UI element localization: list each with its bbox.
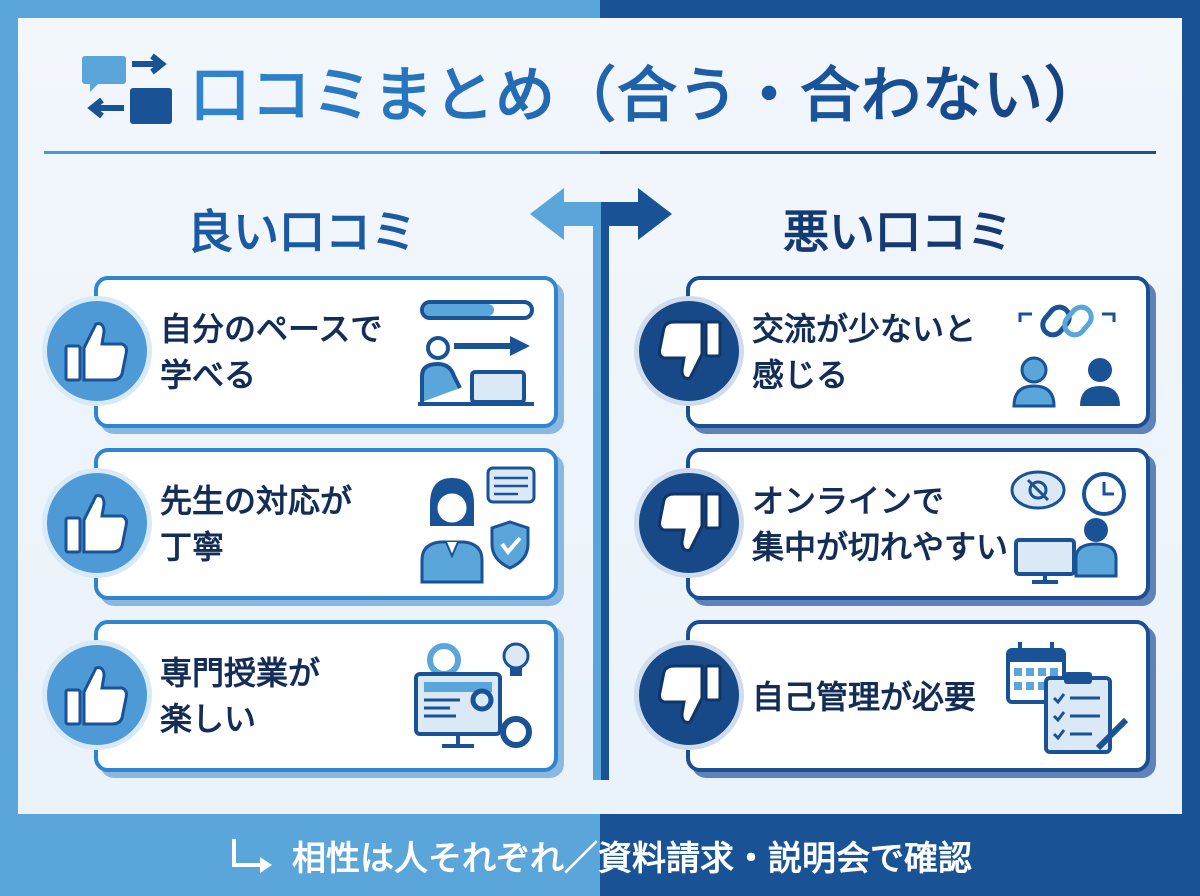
card-line: 先生の対応が xyxy=(160,482,353,520)
good-review-card: 自分のペースで 学べる xyxy=(94,276,558,428)
bad-review-card: 自己管理が必要 xyxy=(686,620,1150,772)
card-line: 交流が少ないと xyxy=(752,310,977,348)
distracted-student-icon xyxy=(1010,470,1126,584)
teacher-support-icon xyxy=(420,466,536,584)
thumbs-up-badge xyxy=(42,640,152,750)
good-review-card: 専門授業が 楽しい xyxy=(94,620,558,772)
good-reviews-heading: 良い口コミ xyxy=(187,205,417,259)
thumbs-up-icon xyxy=(64,322,128,382)
card-line: 学べる xyxy=(160,356,257,394)
specialized-lesson-icon xyxy=(414,642,532,748)
card-text: 交流が少ないと 感じる xyxy=(752,306,992,398)
thumbs-down-icon xyxy=(658,664,722,724)
footer-banner: 相性は人それぞれ／資料請求・説明会で確認 xyxy=(0,814,1200,896)
thumbs-up-badge xyxy=(42,468,152,578)
good-review-card: 先生の対応が 丁寧 xyxy=(94,448,558,600)
card-line: 自分のペースで xyxy=(160,310,383,348)
title-rule-right xyxy=(600,151,1156,154)
card-line: 専門授業が xyxy=(160,654,321,692)
title-rule-left xyxy=(44,151,600,154)
double-arrow-icon xyxy=(530,188,672,240)
card-text: オンラインで 集中が切れやすい xyxy=(752,478,1009,570)
card-text: 自己管理が必要 xyxy=(752,674,992,720)
return-arrow-icon xyxy=(232,839,272,873)
thumbs-down-icon xyxy=(658,492,722,552)
card-text: 専門授業が 楽しい xyxy=(160,650,400,742)
broken-connection-icon xyxy=(1012,304,1120,408)
center-divider xyxy=(593,224,609,780)
footer-text: 相性は人それぞれ／資料請求・説明会で確認 xyxy=(292,838,972,879)
bad-review-card: 交流が少ないと 感じる xyxy=(686,276,1150,428)
thumbs-down-badge xyxy=(634,296,744,406)
bad-reviews-heading: 悪い口コミ xyxy=(783,205,1013,259)
self-paced-learning-icon xyxy=(418,300,534,406)
card-line: 自己管理が必要 xyxy=(752,678,977,716)
bad-review-card: オンラインで 集中が切れやすい xyxy=(686,448,1150,600)
card-line: オンラインで xyxy=(752,482,945,520)
card-text: 先生の対応が 丁寧 xyxy=(160,478,400,570)
card-line: 感じる xyxy=(752,356,849,394)
exchange-chat-icon xyxy=(82,53,172,124)
thumbs-up-icon xyxy=(64,494,128,554)
card-text: 自分のペースで 学べる xyxy=(160,306,400,398)
card-line: 丁寧 xyxy=(160,528,225,566)
title-row: 口コミまとめ（合う・合わない） xyxy=(80,40,1140,140)
card-line: 楽しい xyxy=(160,700,257,738)
card-line: 集中が切れやすい xyxy=(752,528,1009,566)
thumbs-down-icon xyxy=(658,320,722,380)
page-title: 口コミまとめ（合う・合わない） xyxy=(190,47,1105,134)
thumbs-down-badge xyxy=(634,468,744,578)
thumbs-down-badge xyxy=(634,640,744,750)
thumbs-up-icon xyxy=(64,666,128,726)
schedule-checklist-icon xyxy=(1006,642,1129,754)
thumbs-up-badge xyxy=(42,296,152,406)
